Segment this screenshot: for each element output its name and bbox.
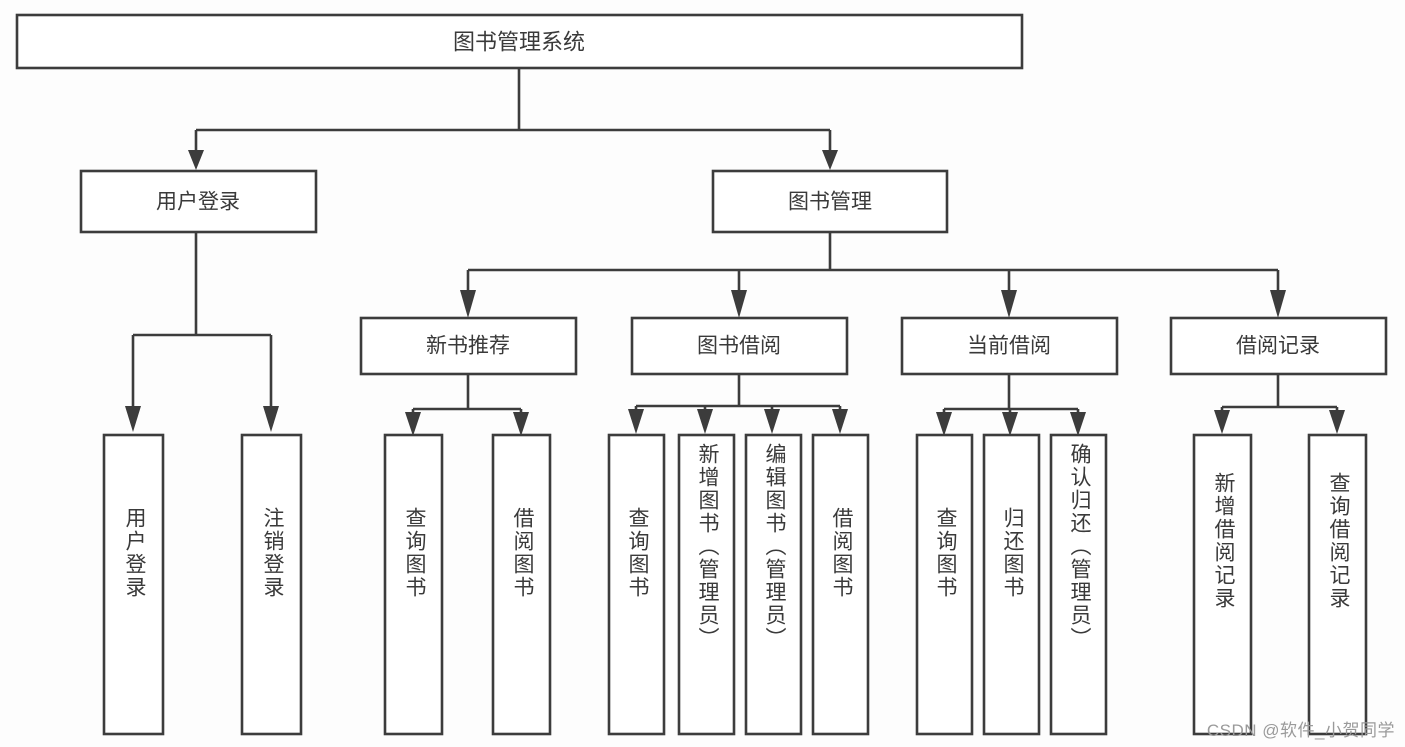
- leaf-box-borrow-book-nb[interactable]: [491, 433, 552, 736]
- root-label: 图书管理系统: [453, 30, 585, 55]
- arrowhead-nb-leaf-2: [513, 412, 529, 436]
- root-box[interactable]: [15, 13, 1024, 70]
- arrowhead-bb-leaf-3: [764, 409, 780, 434]
- node-book-borrow[interactable]: 图书借阅: [630, 316, 849, 376]
- arrowhead-book-manage: [822, 150, 838, 170]
- node-root-book-management-system[interactable]: 图书管理系统: [15, 13, 1024, 70]
- arrowhead-cb-leaf-2: [1002, 412, 1018, 436]
- arrowhead-br-leaf-2: [1329, 410, 1345, 434]
- leaf-box-return-book[interactable]: [982, 433, 1041, 736]
- arrowhead-user-login: [188, 150, 204, 170]
- leaf-box-confirm-return-admin[interactable]: [1049, 433, 1108, 736]
- book-borrow-box[interactable]: [630, 316, 849, 376]
- borrow-record-label: 借阅记录: [1236, 335, 1320, 358]
- arrowhead-leaf-user-login: [125, 406, 141, 432]
- arrowhead-cb-leaf-1: [936, 412, 952, 436]
- node-user-login[interactable]: 用户登录: [79, 169, 318, 234]
- leaf-box-add-borrow-record[interactable]: [1192, 433, 1253, 736]
- leaf-box-borrow-book-bb[interactable]: [811, 433, 870, 736]
- node-book-management[interactable]: 图书管理: [711, 169, 949, 234]
- leaf-box-query-book-nb[interactable]: [383, 433, 444, 736]
- arrowhead-bb-leaf-1: [628, 409, 644, 434]
- arrowhead-nb-leaf-1: [405, 412, 421, 436]
- arrowhead-cb-leaf-3: [1070, 412, 1086, 436]
- borrow-record-box[interactable]: [1169, 316, 1388, 376]
- leaf-box-user-login[interactable]: [102, 433, 165, 736]
- arrowhead-borrow-record: [1270, 290, 1286, 318]
- arrowhead-br-leaf-1: [1214, 410, 1230, 434]
- leaf-box-query-borrow-record[interactable]: [1307, 433, 1368, 736]
- book-management-box[interactable]: [711, 169, 949, 234]
- leaf-box-add-book-admin[interactable]: [677, 433, 736, 736]
- connector-layer: [125, 68, 1345, 436]
- user-login-box[interactable]: [79, 169, 318, 234]
- new-book-recommend-box[interactable]: [359, 316, 578, 376]
- node-current-borrow[interactable]: 当前借阅: [900, 316, 1119, 376]
- new-book-recommend-label: 新书推荐: [426, 335, 510, 358]
- leaf-box-logout[interactable]: [240, 433, 303, 736]
- book-management-label: 图书管理: [788, 191, 872, 214]
- watermark-text: CSDN @软件_小贺同学: [1206, 721, 1395, 740]
- current-borrow-label: 当前借阅: [967, 335, 1051, 358]
- arrowhead-book-borrow: [731, 290, 747, 318]
- leaf-box-query-book-cb[interactable]: [915, 433, 974, 736]
- user-login-label: 用户登录: [156, 191, 240, 214]
- arrowhead-bb-leaf-2: [697, 409, 713, 434]
- node-new-book-recommend[interactable]: 新书推荐: [359, 316, 578, 376]
- arrowhead-bb-leaf-4: [832, 409, 848, 434]
- node-borrow-record[interactable]: 借阅记录: [1169, 316, 1388, 376]
- current-borrow-box[interactable]: [900, 316, 1119, 376]
- arrowhead-new-book: [460, 290, 476, 318]
- arrowhead-current-borrow: [1001, 290, 1017, 318]
- leaf-box-edit-book-admin[interactable]: [744, 433, 803, 736]
- leaf-box-query-book-bb[interactable]: [607, 433, 666, 736]
- arrowhead-leaf-logout: [263, 406, 279, 432]
- book-borrow-label: 图书借阅: [697, 335, 781, 358]
